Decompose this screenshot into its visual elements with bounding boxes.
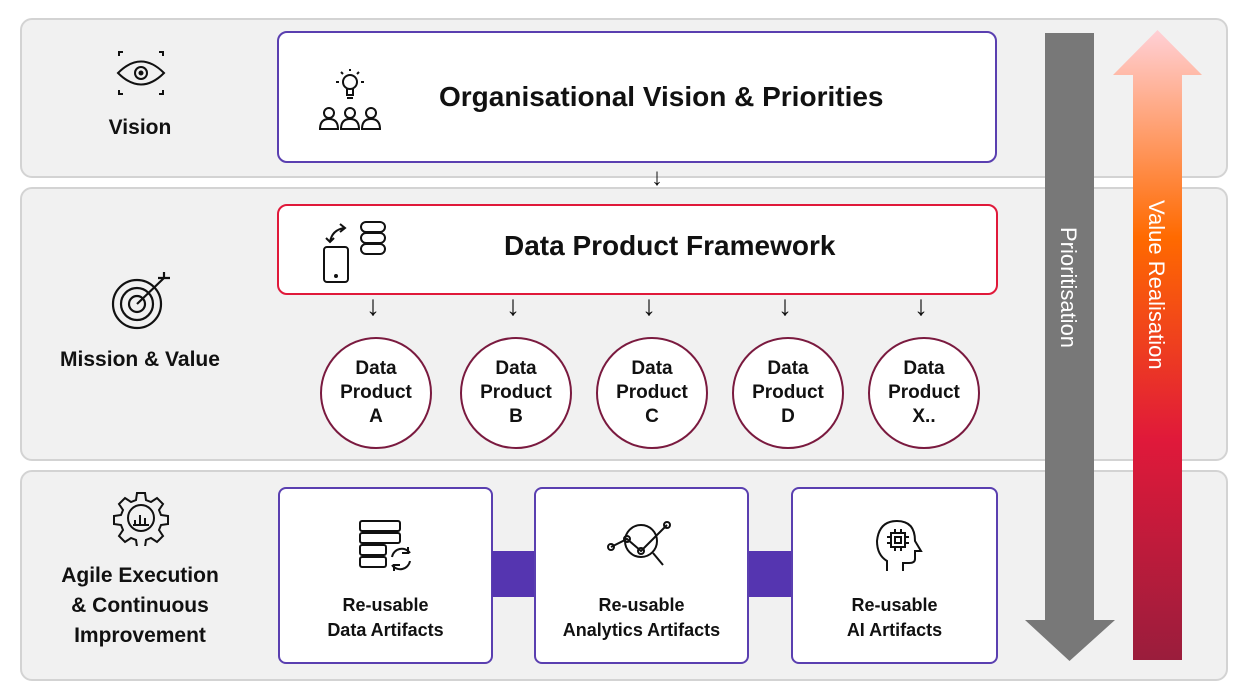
target-icon (111, 272, 170, 330)
prioritisation-label: Prioritisation (1056, 227, 1081, 349)
analytics-artifacts-label: Re-usable Analytics Artifacts (562, 595, 721, 640)
data-product-circle: Data Product B (460, 337, 572, 449)
ai-artifacts-box: Re-usable AI Artifacts (791, 487, 998, 664)
mission-label: Mission & Value (60, 348, 220, 371)
ai-head-icon (875, 519, 923, 571)
gear-chart-icon (113, 492, 169, 546)
down-arrow-icon: ↓ (642, 290, 656, 321)
data-artifacts-box: Re-usable Data Artifacts (278, 487, 493, 664)
analytics-artifacts-box: Re-usable Analytics Artifacts (534, 487, 749, 664)
value-realisation-label: Value Realisation (1144, 200, 1169, 370)
vision-title: Organisational Vision & Priorities (439, 81, 884, 112)
vision-label: Vision (108, 116, 172, 139)
down-arrow-icon: ↓ (651, 164, 663, 191)
eye-icon (116, 51, 166, 95)
data-product-circle: Data Product C (596, 337, 708, 449)
agile-label: Agile Execution & Continuous Improvement (61, 564, 219, 647)
analytics-search-icon (606, 521, 671, 566)
device-database-icon (323, 221, 386, 283)
vision-box: Organisational Vision & Priorities (277, 31, 997, 163)
framework-box: Data Product Framework (277, 204, 998, 295)
down-arrow-icon: ↓ (914, 290, 928, 321)
connector (749, 551, 792, 597)
framework-title: Data Product Framework (504, 230, 836, 261)
idea-team-icon (318, 69, 382, 130)
data-product-circle: Data Product D (732, 337, 844, 449)
value-realisation-arrow (1113, 30, 1202, 660)
data-product-circle: Data Product A (320, 337, 432, 449)
down-arrow-icon: ↓ (506, 290, 520, 321)
data-artifacts-label: Re-usable Data Artifacts (327, 595, 444, 640)
database-refresh-icon (358, 520, 411, 571)
data-product-circle: Data Product X.. (868, 337, 980, 449)
connector (492, 551, 535, 597)
ai-artifacts-label: Re-usable AI Artifacts (846, 595, 943, 640)
down-arrow-icon: ↓ (366, 290, 380, 321)
down-arrow-icon: ↓ (778, 290, 792, 321)
prioritisation-arrow (1025, 33, 1115, 661)
